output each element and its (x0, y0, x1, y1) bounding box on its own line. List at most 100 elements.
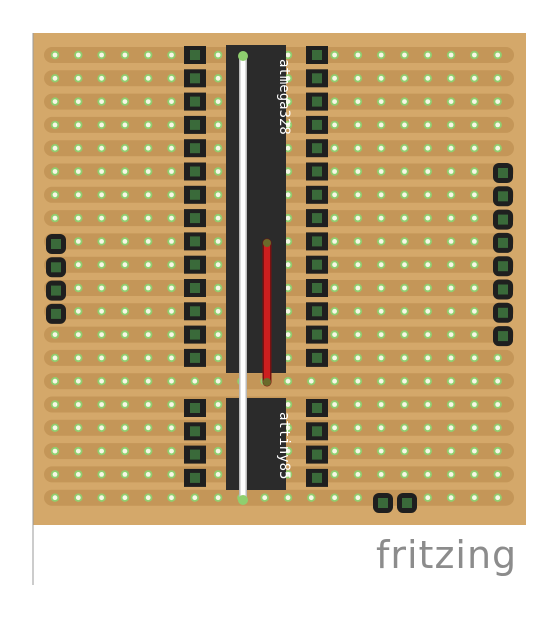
header-pin (51, 262, 61, 273)
strip-hole-center (145, 308, 151, 314)
copper-strip (44, 489, 514, 506)
strip-hole-center (378, 472, 384, 477)
strip-hole-center (75, 75, 81, 81)
strip-hole-center (448, 332, 454, 337)
strip-hole-center (145, 402, 151, 407)
strip-hole-center (122, 99, 128, 104)
strip-hole-center (472, 402, 477, 407)
wire-red-end (263, 239, 271, 247)
chip-pin (312, 73, 322, 84)
strip-hole-center (332, 75, 337, 81)
strip-hole-center (99, 239, 104, 244)
strip-hole-center (448, 378, 454, 384)
strip-hole-center (215, 425, 221, 431)
strip-hole-center (402, 215, 407, 221)
chip-pin (190, 426, 200, 437)
chip-pin (312, 143, 322, 154)
strip-hole-center (472, 332, 477, 337)
strip-hole-center (402, 378, 407, 384)
strip-hole-center (332, 285, 337, 291)
strip-hole-center (448, 448, 454, 454)
strip-hole-center (285, 285, 291, 291)
strip-hole-center (75, 285, 81, 291)
strip-hole-center (52, 448, 58, 454)
strip-hole-center (99, 448, 104, 454)
strip-hole-center (495, 402, 501, 407)
strip-hole-center (472, 425, 477, 431)
strip-hole-center (122, 122, 128, 128)
strip-hole-center (169, 145, 174, 151)
strip-hole-center (332, 378, 337, 384)
strip-hole-center (402, 308, 407, 314)
strip-hole-center (355, 378, 361, 384)
strip-hole-center (378, 122, 384, 128)
strip-hole-center (355, 285, 361, 291)
chip-pin (312, 329, 322, 340)
strip-hole-center (122, 239, 128, 244)
strip-hole-center (145, 239, 151, 244)
strip-hole-center (355, 239, 361, 244)
strip-hole-center (285, 169, 291, 174)
strip-hole-center (145, 99, 151, 104)
strip-hole-center (145, 122, 151, 128)
strip-hole-center (145, 192, 151, 198)
strip-hole-center (285, 355, 291, 361)
chip-pin (312, 119, 322, 130)
chip-pin (312, 306, 322, 317)
wire-red-end (263, 378, 271, 386)
strip-hole-center (472, 192, 477, 198)
strip-hole-center (332, 192, 337, 198)
strip-hole-center (215, 448, 221, 454)
strip-hole-center (145, 285, 151, 291)
strip-hole-center (122, 215, 128, 221)
chip-pin (190, 352, 200, 363)
strip-hole-center (52, 402, 58, 407)
strip-hole-center (332, 169, 337, 174)
strip-hole-center (75, 192, 81, 198)
chip-pin (190, 283, 200, 293)
strip-hole-center (52, 472, 58, 477)
strip-hole-center (402, 239, 407, 244)
strip-hole-center (355, 145, 361, 151)
strip-hole-center (285, 425, 291, 431)
strip-hole-center (495, 99, 501, 104)
strip-hole-center (378, 448, 384, 454)
strip-hole-center (355, 332, 361, 337)
strip-hole-center (378, 215, 384, 221)
strip-hole-center (402, 75, 407, 81)
strip-hole-center (169, 448, 174, 454)
pin-header-bottom (373, 493, 417, 513)
chip-pin (190, 329, 200, 340)
strip-hole-center (495, 472, 501, 477)
strip-hole-center (378, 75, 384, 81)
strip-hole-center (425, 472, 431, 477)
strip-hole-center (448, 145, 454, 151)
strip-hole-center (448, 472, 454, 477)
fritzing-logo: fritzing (376, 533, 518, 577)
copper-strip (44, 373, 514, 390)
strip-hole-center (378, 425, 384, 431)
strip-hole-center (355, 122, 361, 128)
strip-hole-center (448, 402, 454, 407)
strip-hole-center (378, 239, 384, 244)
strip-hole-center (169, 378, 174, 384)
strip-hole-center (495, 52, 501, 58)
strip-hole-center (332, 99, 337, 104)
strip-hole-center (448, 99, 454, 104)
strip-hole-center (402, 425, 407, 431)
header-pin (498, 214, 508, 225)
strip-hole-center (355, 495, 361, 501)
strip-hole-center (355, 75, 361, 81)
chip-pin (312, 189, 322, 200)
strip-hole-center (472, 169, 477, 174)
strip-hole-center (402, 448, 407, 454)
chip-pin (312, 96, 322, 107)
strip-hole-center (75, 99, 81, 104)
strip-hole-center (99, 308, 104, 314)
strip-hole-center (332, 122, 337, 128)
strip-hole-center (75, 402, 81, 407)
strip-hole-center (122, 192, 128, 198)
strip-hole-center (99, 425, 104, 431)
strip-hole-center (122, 378, 128, 384)
strip-hole-center (402, 122, 407, 128)
